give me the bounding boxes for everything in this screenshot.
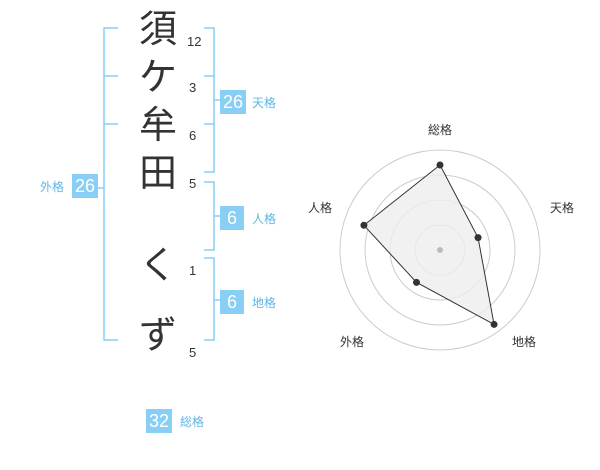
jinkaku-label: 人格 [252,212,277,226]
chikaku-bracket [204,257,215,341]
name-char-1: 須 [138,7,177,51]
gaikaku-bracket [103,27,118,341]
stroke-count-1: 12 [187,34,202,49]
radar-point-chikaku [490,320,498,328]
name-char-3: 牟 [138,103,177,147]
name-char-6: ず [138,313,177,357]
radar-label-chikaku: 地格 [512,335,537,349]
jinkaku-value-badge: 6 [220,206,244,230]
stroke-count-3: 6 [189,128,197,143]
chikaku-value-badge: 6 [220,290,244,314]
soukaku-value-badge: 32 [146,409,173,433]
radar-label-soukaku: 総格 [428,123,453,137]
gaikaku-value-badge: 26 [72,174,99,198]
name-char-2: ケ [138,55,177,99]
radar-grid-ring [339,149,541,351]
stroke-count-4: 5 [189,176,197,191]
radar-label-jinkaku: 人格 [308,201,333,215]
stroke-count-2: 3 [189,80,197,95]
radar-label-gaikaku: 外格 [340,335,365,349]
radar-point-tenkaku [474,234,482,242]
radar-label-tenkaku: 天格 [550,201,575,215]
name-char-4: 田 [138,151,177,195]
stroke-count-5: 1 [189,263,197,278]
soukaku-label: 総格 [180,415,205,429]
radar-center [437,247,443,253]
tenkaku-label: 天格 [252,96,277,110]
tenkaku-value-badge: 26 [220,90,247,114]
stroke-count-6: 5 [189,345,197,360]
gaikaku-label: 外格 [40,180,65,194]
radar-point-gaikaku [412,278,420,286]
radar-area [363,164,495,326]
radar-point-jinkaku [360,221,368,229]
chikaku-label: 地格 [252,296,277,310]
radar-point-soukaku [436,161,444,169]
name-char-5: く [138,243,177,287]
